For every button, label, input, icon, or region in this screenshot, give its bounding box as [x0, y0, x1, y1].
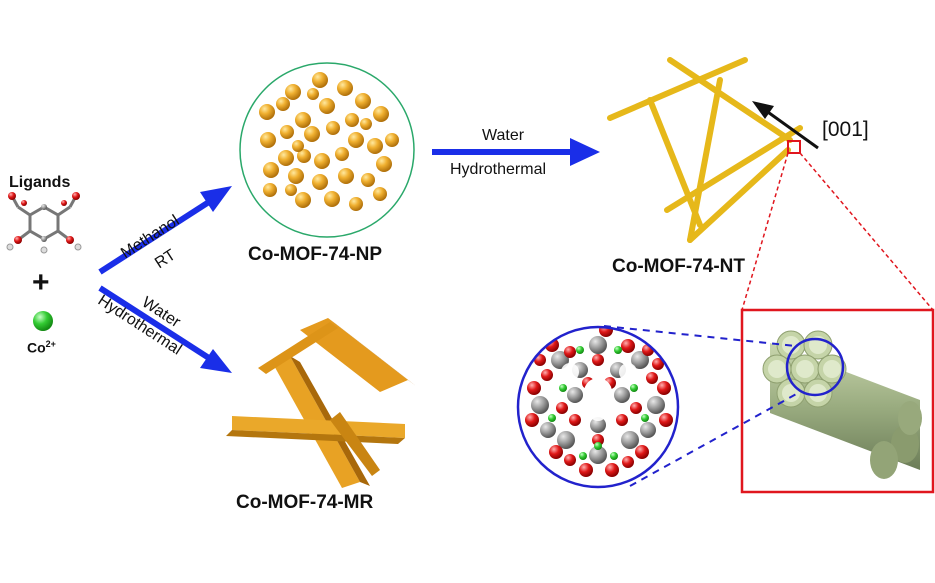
nanoparticle-boundary [239, 62, 415, 238]
hydrothermal-middle-label: Hydrothermal [450, 161, 547, 178]
microrods [226, 318, 416, 488]
direction-arrow [752, 101, 819, 150]
direction-label: [001] [822, 118, 869, 141]
cobalt-ion-symbol: Co [27, 339, 46, 356]
blue-zoom-line-top [603, 325, 797, 347]
ligand-molecule [10, 195, 78, 242]
nanoparticle-spheres [259, 72, 399, 211]
nanotubes-label: Co-MOF-74-NT [612, 256, 745, 277]
zoom-line-right [799, 152, 934, 311]
zoom-line-left [741, 152, 789, 311]
cobalt-ion-sphere [33, 311, 53, 331]
pore-structure [525, 327, 673, 477]
highlight-box [787, 140, 801, 154]
cobalt-ion-label: Co2+ [27, 339, 56, 356]
ligands-label: Ligands [9, 174, 71, 191]
arrow-to-nanoparticles [98, 186, 232, 275]
pore-zoom-circle [516, 325, 680, 489]
water-middle-label: Water [482, 127, 525, 144]
microrods-label: Co-MOF-74-MR [236, 492, 374, 513]
tube-bundle [762, 330, 922, 479]
plus-sign: + [32, 266, 50, 299]
nanoparticles-label: Co-MOF-74-NP [248, 244, 383, 265]
nanotube-rods [607, 57, 803, 243]
cobalt-ion-charge: 2+ [45, 339, 56, 349]
arrow-to-nanotubes [432, 138, 600, 166]
tube-zoom-circle [785, 337, 845, 397]
blue-zoom-line-bottom [629, 391, 801, 487]
arrow-to-microrods [98, 285, 232, 373]
ligand-atoms [6, 192, 82, 254]
